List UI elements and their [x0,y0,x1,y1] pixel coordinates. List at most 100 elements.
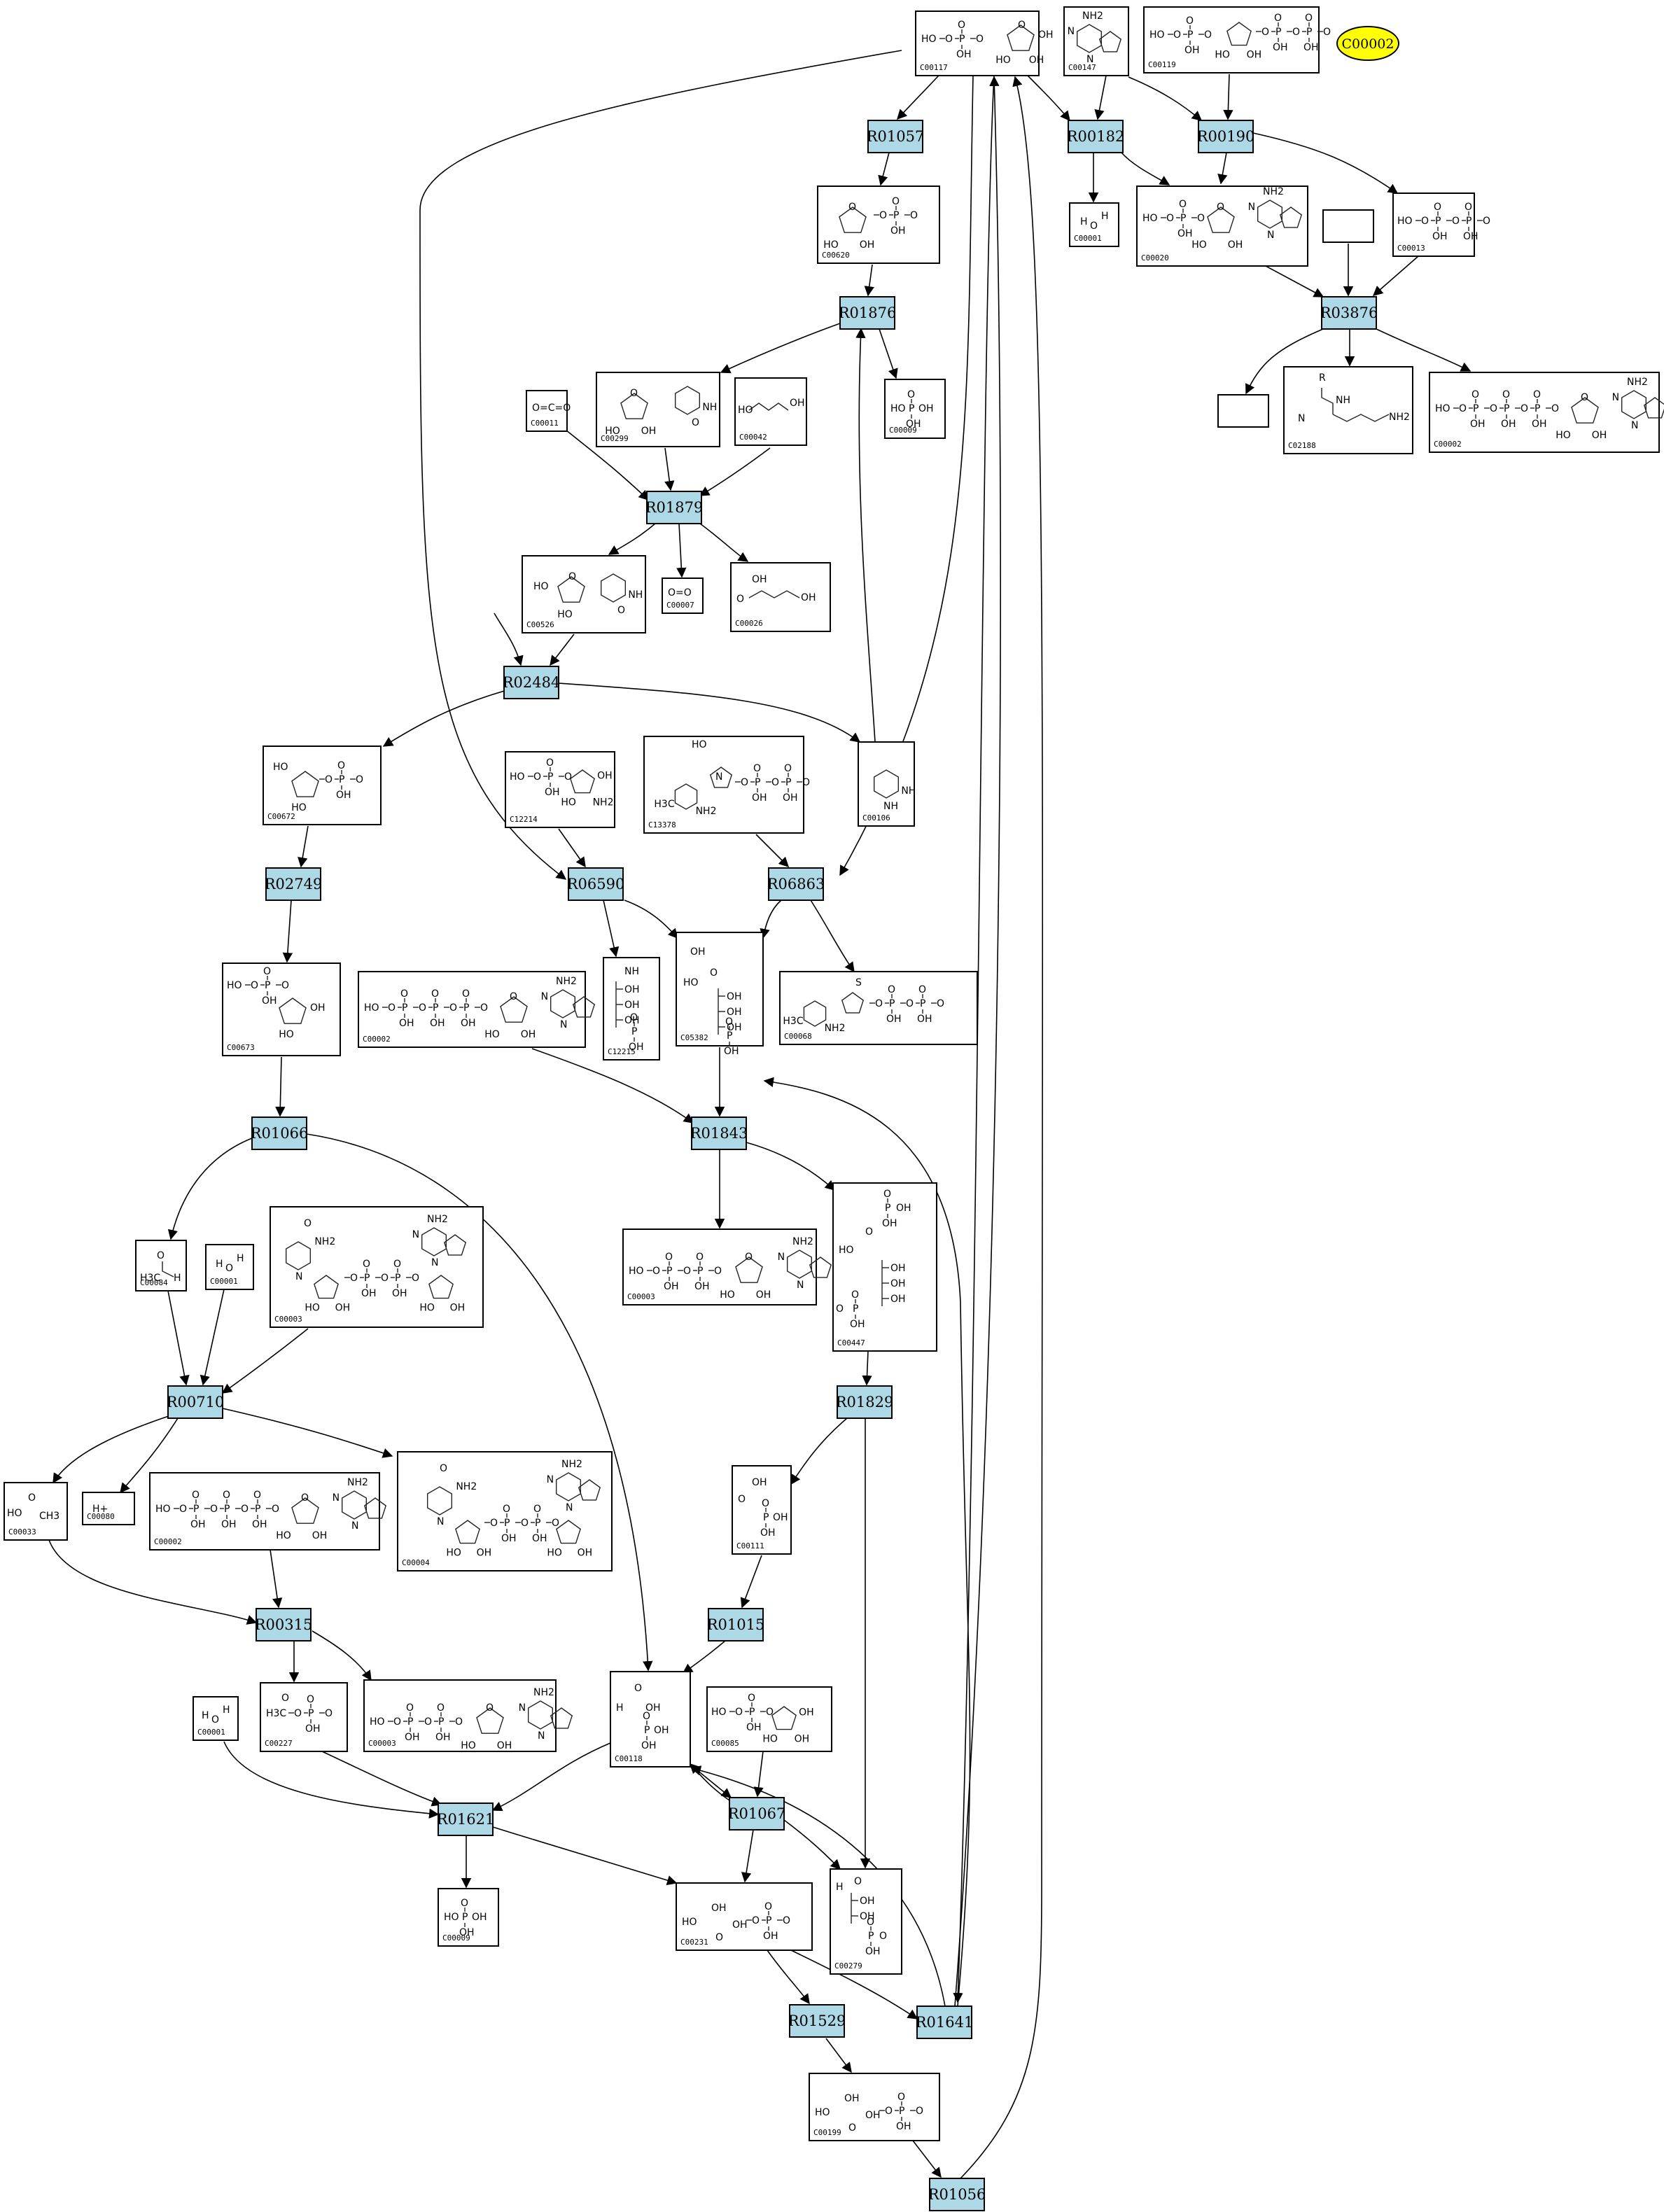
atom-label: OH [760,1527,776,1539]
reaction-node[interactable]: R01057 [867,120,925,153]
reaction-node[interactable]: R06590 [567,867,625,901]
reaction-node[interactable]: R01529 [788,2004,846,2038]
atom-label: HO [921,34,937,45]
empty-node[interactable] [1217,394,1269,428]
reaction-box [1068,120,1124,153]
reaction-node[interactable]: R01641 [916,2005,974,2039]
reaction-node[interactable]: R03876 [1320,296,1378,330]
atom-label: O [304,1218,312,1229]
reaction-node[interactable]: R01876 [839,296,897,330]
reaction-node[interactable]: R01621 [437,1802,495,1836]
atom-label: O [381,1273,389,1284]
atom-label: OH [1247,50,1262,61]
atom-label: O [1459,403,1467,414]
reaction-node[interactable]: R02484 [503,666,561,699]
atom-label: HO [305,1303,320,1314]
reaction-node[interactable]: R00182 [1067,120,1125,153]
edge-r00315-c00003 [312,1630,372,1681]
highlight-node[interactable]: C00002 [1336,26,1399,61]
compound-box [809,2073,940,2141]
atom-label: P [193,1504,199,1515]
atom-label: HO [683,977,699,988]
compound-box [734,377,807,446]
edge-c00118-r01621 [491,1742,611,1812]
bond [1257,200,1283,229]
atom-label: OH [860,239,875,251]
atom-label: P [889,998,895,1009]
atom-label: HO [227,980,242,991]
atom-label: HO [291,802,307,813]
reaction-node[interactable]: R01056 [928,2178,986,2211]
reaction-node[interactable]: R00190 [1197,120,1255,153]
reaction-node[interactable]: R00315 [255,1608,313,1642]
reaction-node[interactable]: R06863 [767,867,825,901]
reaction-node[interactable]: R01843 [690,1116,748,1150]
reaction-node[interactable]: R01829 [836,1385,894,1419]
reaction-node[interactable]: R00710 [167,1385,225,1419]
bond [620,393,648,419]
compound-node[interactable]: H+C00080 [82,1492,135,1525]
reaction-node[interactable]: R01066 [251,1116,309,1150]
atom-label: H [836,1882,844,1893]
edge-c00106-r01876 [855,328,876,743]
reaction-node[interactable]: R01879 [645,491,704,524]
atom-label: O [745,1252,753,1263]
edge-r00710-c00004 [222,1408,393,1458]
bond [443,1234,467,1256]
reaction-node[interactable]: R02749 [265,867,323,901]
atom-label: P [1187,29,1193,41]
reaction-node[interactable]: R01015 [707,1608,765,1642]
atom-label: P [364,1273,370,1284]
empty-node[interactable] [1322,209,1374,243]
atom-label: O [937,998,944,1009]
reaction-node[interactable]: R01067 [728,1797,786,1830]
atom-label: HO [561,797,576,808]
atom-label: O [1520,403,1528,414]
compound-box [1143,6,1320,74]
